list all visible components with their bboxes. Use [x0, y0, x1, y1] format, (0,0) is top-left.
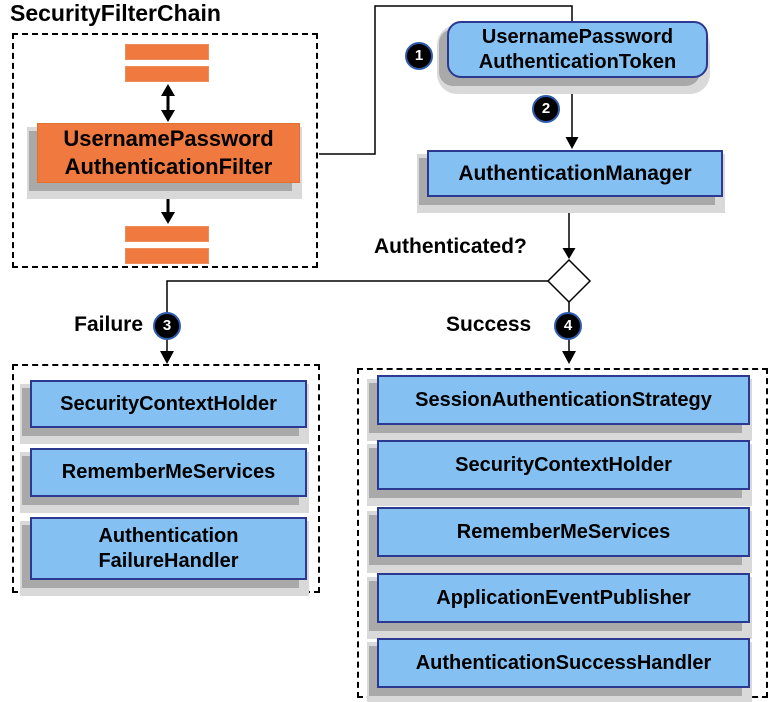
chain-double-arrow-bottom [161, 186, 175, 224]
username-password-authentication-token-box: UsernamePassword AuthenticationToken [447, 21, 708, 78]
filter-bar-bottom-2 [125, 248, 209, 264]
decision-diamond [546, 258, 592, 304]
authentication-success-handler-box: AuthenticationSuccessHandler [377, 638, 750, 688]
step-4-badge: 4 [554, 312, 582, 340]
username-password-authentication-filter-box: UsernamePassword AuthenticationFilter [37, 123, 300, 183]
authentication-manager-box: AuthenticationManager [427, 150, 723, 197]
success-remember-me-services-box: RememberMeServices [377, 507, 750, 557]
filter-bar-top-1 [125, 44, 209, 60]
success-handlers-container [357, 368, 768, 698]
success-label: Success [446, 313, 532, 336]
success-security-context-holder-box: SecurityContextHolder [377, 440, 750, 490]
failure-handlers-container [12, 364, 320, 593]
session-authentication-strategy-box: SessionAuthenticationStrategy [377, 375, 750, 425]
step-3-badge: 3 [153, 312, 181, 340]
security-filter-chain-title: SecurityFilterChain [10, 0, 221, 26]
filter-bar-top-2 [125, 66, 209, 82]
token-to-manager-arrow [565, 81, 579, 149]
chain-double-arrow-top [161, 84, 175, 122]
application-event-publisher-box: ApplicationEventPublisher [377, 573, 750, 623]
step-2-badge: 2 [532, 95, 560, 123]
filter-to-token-connector [319, 5, 573, 155]
authentication-failure-handler-box: Authentication FailureHandler [30, 517, 307, 580]
security-filter-chain-container [12, 33, 318, 268]
failure-security-context-holder-box: SecurityContextHolder [30, 380, 307, 428]
filter-bar-bottom-1 [125, 226, 209, 242]
step-1-badge: 1 [405, 42, 433, 70]
failure-remember-me-services-box: RememberMeServices [30, 448, 307, 497]
authenticated-question-label: Authenticated? [374, 235, 527, 258]
failure-label: Failure [74, 313, 143, 336]
manager-to-diamond-arrow [562, 197, 576, 259]
